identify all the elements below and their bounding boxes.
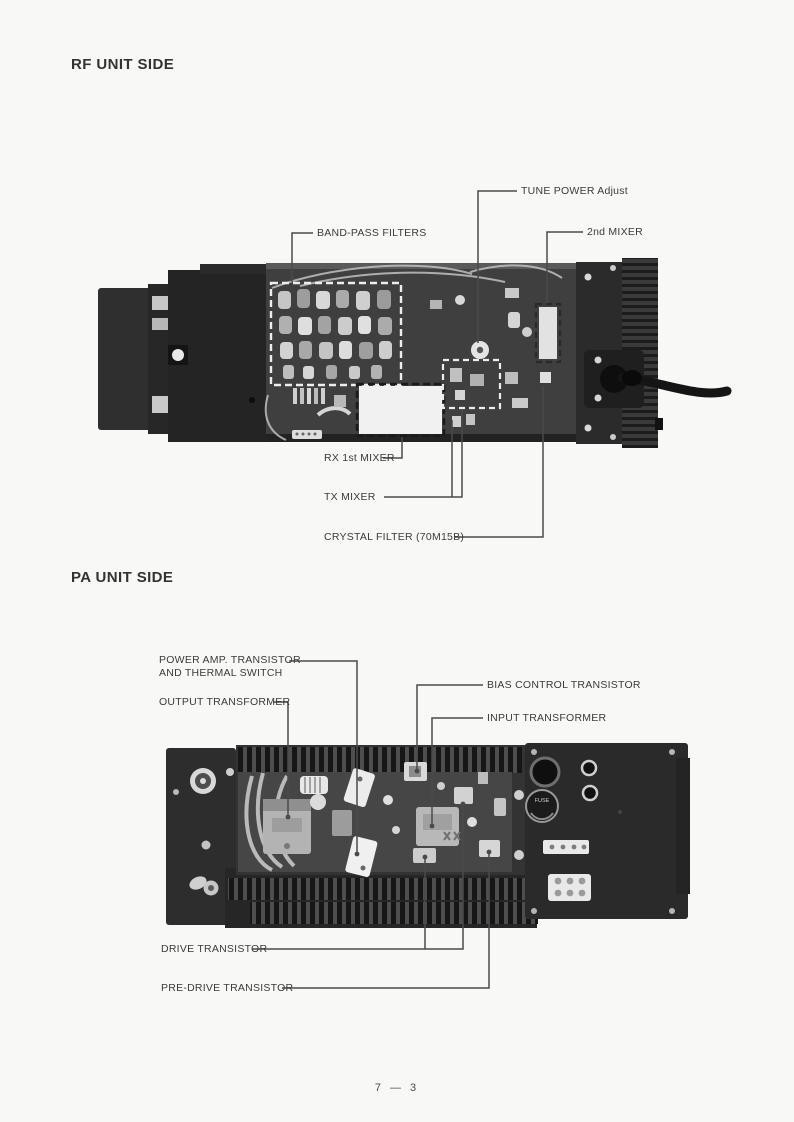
rf-rear-unit	[576, 258, 732, 448]
pa-leader-lines	[252, 660, 492, 989]
band-pass-filters-outline	[269, 281, 403, 387]
drive-transistor-part2	[454, 787, 473, 804]
tx-mixer-components	[450, 368, 484, 400]
power-amp-transistor	[332, 768, 378, 877]
rx-1st-mixer-area	[359, 386, 442, 434]
tx-mixer-outline	[441, 358, 502, 410]
second-mixer-outline	[534, 302, 562, 364]
label-rx-1st-mixer: RX 1st MIXER	[324, 452, 395, 464]
pa-left-panel	[166, 748, 236, 925]
label-tune-power-adjust: TUNE POWER Adjust	[521, 185, 628, 197]
pa-unit-photo: FUSE	[166, 743, 690, 928]
label-output-transformer: OUTPUT TRANSFORMER	[159, 696, 291, 708]
rx-1st-mixer-outline	[355, 382, 446, 438]
fuse-marking-text: FUSE	[535, 798, 550, 804]
pa-misc-components	[383, 772, 524, 860]
rf-leader-lines	[291, 190, 583, 538]
pre-drive-transistor-part	[479, 840, 500, 857]
rf-unit-photo	[98, 258, 732, 448]
label-bias-control-transistor: BIAS CONTROL TRANSISTOR	[487, 679, 641, 691]
label-power-amp-transistor: POWER AMP. TRANSISTOR AND THERMAL SWITCH	[159, 654, 301, 679]
label-pre-drive-transistor: PRE-DRIVE TRANSISTOR	[161, 982, 294, 994]
second-mixer-shield	[539, 307, 557, 359]
label-power-amp-line1: POWER AMP. TRANSISTOR	[159, 654, 301, 666]
pa-bottom-heatsink-fins-row1	[228, 878, 530, 900]
label-crystal-filter: CRYSTAL FILTER (70M15B)	[324, 531, 465, 543]
label-2nd-mixer: 2nd MIXER	[587, 226, 643, 238]
pa-bottom-heatsink-fins-row2	[250, 902, 538, 924]
output-transformer	[263, 799, 311, 854]
rf-right-components	[430, 288, 551, 427]
pa-unit-side-heading: PA UNIT SIDE	[71, 569, 174, 586]
page-number: 7 — 3	[374, 1082, 420, 1094]
input-transformer	[416, 807, 461, 846]
label-drive-transistor: DRIVE TRANSISTOR	[161, 943, 268, 955]
label-input-transformer: INPUT TRANSFORMER	[487, 712, 607, 724]
label-band-pass-filters: BAND-PASS FILTERS	[317, 227, 427, 239]
four-pin-connector	[543, 840, 589, 854]
six-pin-connector	[548, 874, 591, 901]
air-coil	[300, 776, 328, 810]
pa-right-panel: FUSE	[525, 743, 690, 919]
label-power-amp-line2: AND THERMAL SWITCH	[159, 667, 283, 679]
pa-top-heatsink-fins	[238, 747, 522, 773]
fuse-holder: FUSE	[525, 789, 559, 823]
band-pass-filter-components	[278, 289, 392, 379]
rf-unit-side-heading: RF UNIT SIDE	[71, 56, 175, 73]
tune-power-pot	[471, 341, 489, 359]
label-tx-mixer: TX MIXER	[324, 491, 376, 503]
